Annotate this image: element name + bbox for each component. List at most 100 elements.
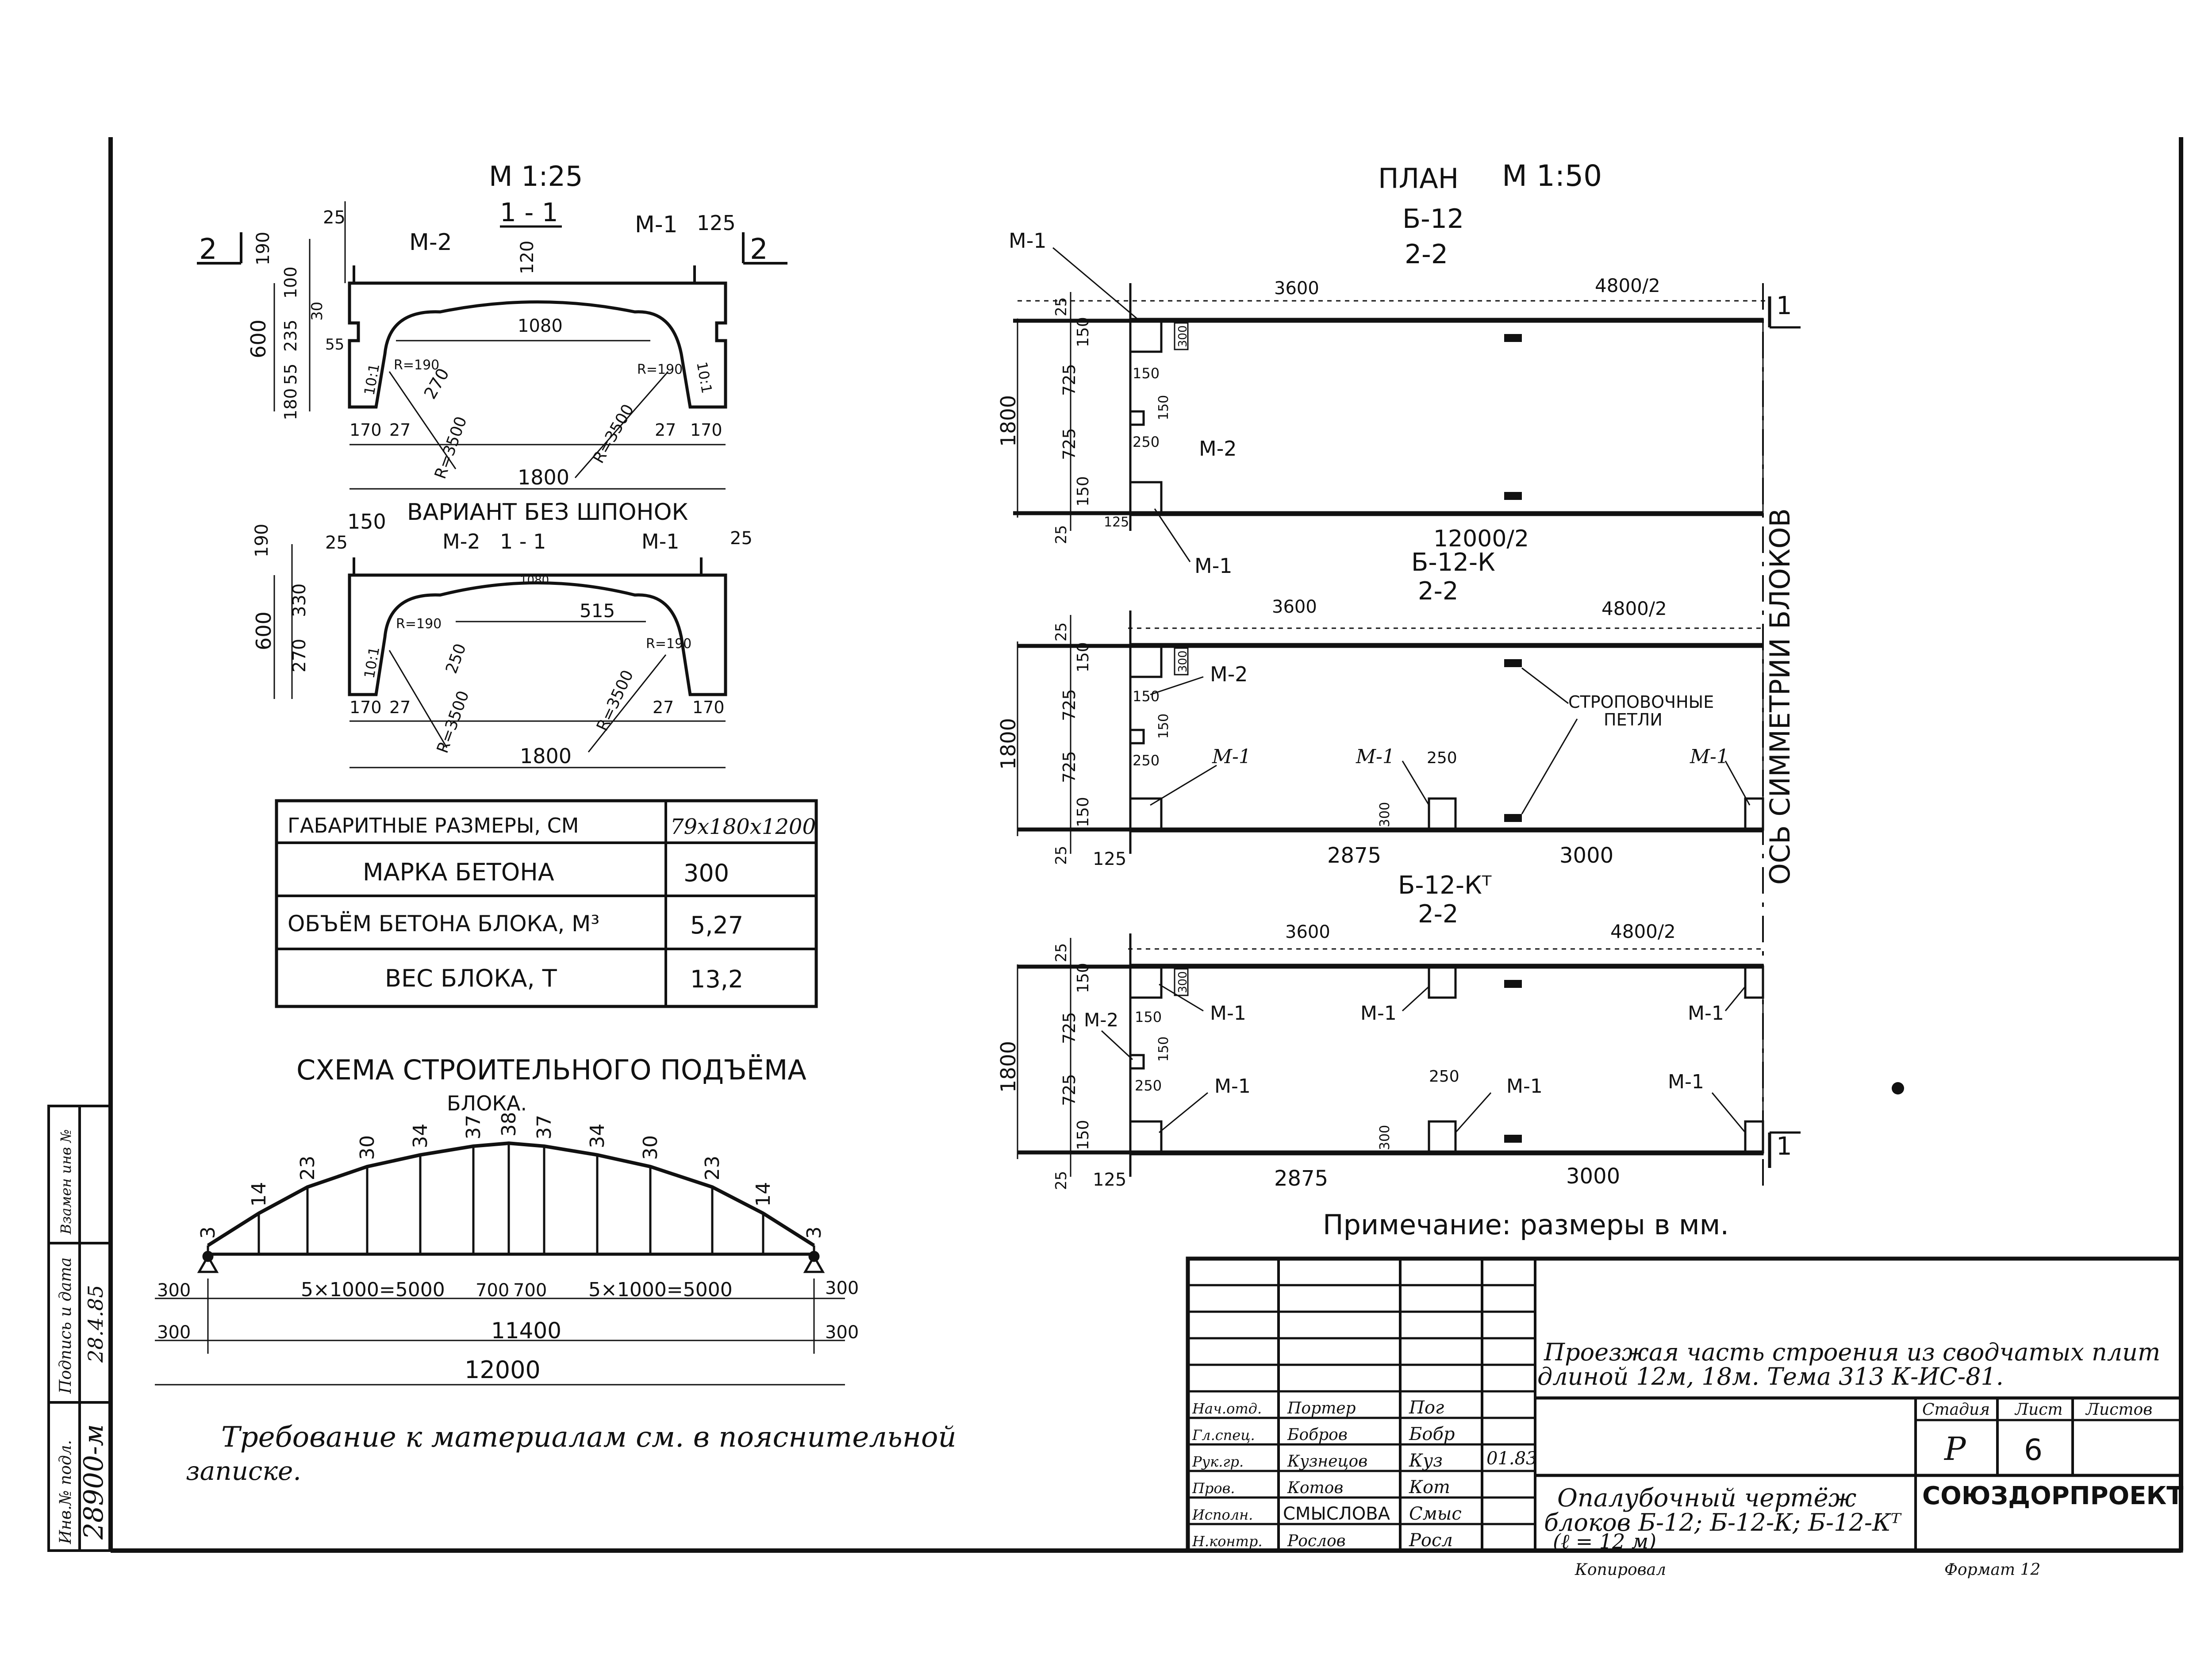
view3-left-dim-5: 25 (1052, 1171, 1070, 1190)
stray-dot (1892, 1082, 1904, 1094)
lifting-curve (207, 1141, 815, 1247)
dim-55: 55 (325, 336, 344, 353)
view3-m-label-3: M-2 (1084, 1009, 1118, 1031)
variant-dim-600: 600 (252, 611, 276, 650)
view3-small-b: 150 (1135, 1009, 1162, 1025)
lifting-ordinate-label: 14 (752, 1182, 775, 1207)
title-date: 01.83 (1486, 1448, 1537, 1469)
view2-cut: 2-2 (1418, 577, 1458, 606)
view2-m-label-2: M-1 (1356, 745, 1395, 768)
variant-m1-label: M-1 (641, 530, 680, 553)
section-cut-label: 1 - 1 (500, 197, 558, 227)
drawing-title-line-3: (ℓ = 12 м) (1553, 1529, 1656, 1553)
view1-top-right: 4800/2 (1595, 275, 1660, 296)
lifting-ordinate-label: 3 (197, 1226, 219, 1239)
view2-top-right: 4800/2 (1601, 598, 1667, 619)
lifting-ordinate-label: 38 (498, 1112, 520, 1137)
view2-left-dim-2: 725 (1060, 689, 1079, 721)
plan-view-b12kt: Б-12-Кᵀ 2-2 3600 4800/2 1800 125 2875 30… (996, 871, 1801, 1191)
dim-r190-left: R=190 (394, 357, 439, 373)
view3-small-f: 300 (1377, 1125, 1393, 1150)
person-sign-1: Бобр (1409, 1424, 1455, 1444)
person-sign-2: Куз (1409, 1451, 1443, 1471)
view2-left-dim-4: 150 (1074, 797, 1092, 827)
variant-dim-170-left: 170 (349, 698, 382, 717)
section-m1-label: M-1 (635, 211, 678, 238)
view2-small-e: 250 (1427, 749, 1457, 767)
organization: СОЮЗДОРПРОЕКТ (1922, 1482, 2184, 1510)
variant-dim-1080: 1080 (520, 574, 549, 587)
view3-top-right: 4800/2 (1610, 921, 1676, 942)
dim-r3500-right: R=3500 (589, 401, 637, 467)
person-sign-0: Пог (1409, 1398, 1444, 1418)
lift-dim-300-right2: 300 (825, 1322, 859, 1343)
plan-note: Примечание: размеры в мм. (1323, 1209, 1729, 1241)
variant-dim-27-left: 27 (389, 698, 411, 717)
view2-left-dim-0: 25 (1052, 622, 1070, 641)
dim-1800: 1800 (518, 465, 569, 489)
view1-small-b: 150 (1156, 395, 1171, 420)
stamp-signature-label: Подпись и дата (57, 1257, 75, 1394)
dim-170-right: 170 (690, 420, 722, 440)
person-role-1: Гл.спец. (1192, 1427, 1255, 1444)
person-role-4: Исполн. (1192, 1506, 1253, 1523)
variant-r190-right: R=190 (646, 636, 691, 652)
view3-m-label-4: M-1 (1214, 1075, 1251, 1098)
dim-100: 100 (281, 266, 300, 299)
lifting-ordinate-label: 14 (248, 1182, 270, 1207)
variant-r190-left: R=190 (396, 616, 442, 632)
section-scale: M 1:25 (489, 160, 583, 192)
sheet-label: Лист (2014, 1401, 2063, 1419)
view3-m-label-0: M-1 (1210, 1002, 1246, 1025)
variant-m2-label: M-2 (442, 530, 480, 553)
view1-left-dim-3: 725 (1060, 428, 1079, 460)
view3-m-label-5: M-1 (1506, 1075, 1543, 1098)
lift-dim-700-right: 700 (513, 1280, 547, 1301)
dim-27-left: 27 (389, 420, 411, 440)
view1-bottom: 12000/2 (1433, 526, 1529, 552)
dim-25: 25 (323, 207, 346, 228)
variant-dim-515: 515 (580, 600, 615, 622)
view1-left-dim-4: 150 (1074, 476, 1092, 507)
view1-cut: 2-2 (1405, 239, 1448, 270)
person-sign-4: Смыс (1409, 1504, 1462, 1524)
dim-190: 190 (253, 232, 273, 265)
person-name-5: Рослов (1287, 1532, 1346, 1550)
variant-r3500-left: R=3500 (434, 688, 473, 756)
variant-cut-label: 1 - 1 (500, 530, 546, 553)
view3-left-dim-1: 150 (1074, 963, 1092, 993)
lift-dim-spans-left: 5×1000=5000 (301, 1279, 445, 1301)
view1-small-a: 150 (1133, 365, 1160, 382)
loops-label-1: СТРОПОВОЧНЫЕ (1568, 692, 1714, 712)
view3-bottom-right: 3000 (1566, 1164, 1620, 1189)
person-name-2: Кузнецов (1287, 1452, 1367, 1471)
lifting-ordinate-label: 37 (462, 1115, 485, 1140)
variant-dim-330: 330 (289, 584, 310, 617)
spec-row-1-value: 300 (684, 859, 729, 887)
project-title-line-2: длиной 12м, 18м. Тема 313 К-ИС-81. (1537, 1363, 2004, 1390)
view1-left-dim-1: 150 (1074, 317, 1092, 347)
requirement-line-1: Требование к материалам см. в пояснитель… (221, 1421, 956, 1454)
spec-row-1-label: МАРКА БЕТОНА (363, 858, 554, 886)
dim-27-right: 27 (655, 420, 676, 440)
section-m2-label: M-2 (409, 229, 452, 256)
variant-dim-1800: 1800 (520, 744, 572, 768)
plan-header: ПЛАН M 1:50 (1378, 159, 1602, 195)
drawing-title-line-2: блоков Б-12; Б-12-К; Б-12-Кᵀ (1544, 1509, 1902, 1536)
side-stamp (47, 1105, 112, 1552)
view1-small-d: 125 (1104, 515, 1129, 530)
section-1-1: M 1:25 1 - 1 2 2 M-2 M-1 25 125 (197, 160, 787, 490)
view2-small-d: 300 (1377, 802, 1393, 827)
spec-row-2-value: 5,27 (690, 911, 743, 939)
person-sign-5: Росл (1409, 1530, 1453, 1551)
sheets-label: Листов (2085, 1401, 2152, 1419)
variant-dim-27-right: 27 (653, 698, 674, 717)
view2-small-f: 300 (1176, 650, 1190, 672)
view1-small-e: 300 (1176, 325, 1190, 347)
stamp-inventory-label: Инв.№ подл. (57, 1440, 75, 1544)
variant-dim-170-right: 170 (692, 698, 725, 717)
drawing-title-line-1: Опалубочный чертёж (1557, 1484, 1857, 1513)
section-mark-right: 2 (750, 233, 768, 266)
lift-dim-spans-right: 5×1000=5000 (588, 1279, 733, 1301)
